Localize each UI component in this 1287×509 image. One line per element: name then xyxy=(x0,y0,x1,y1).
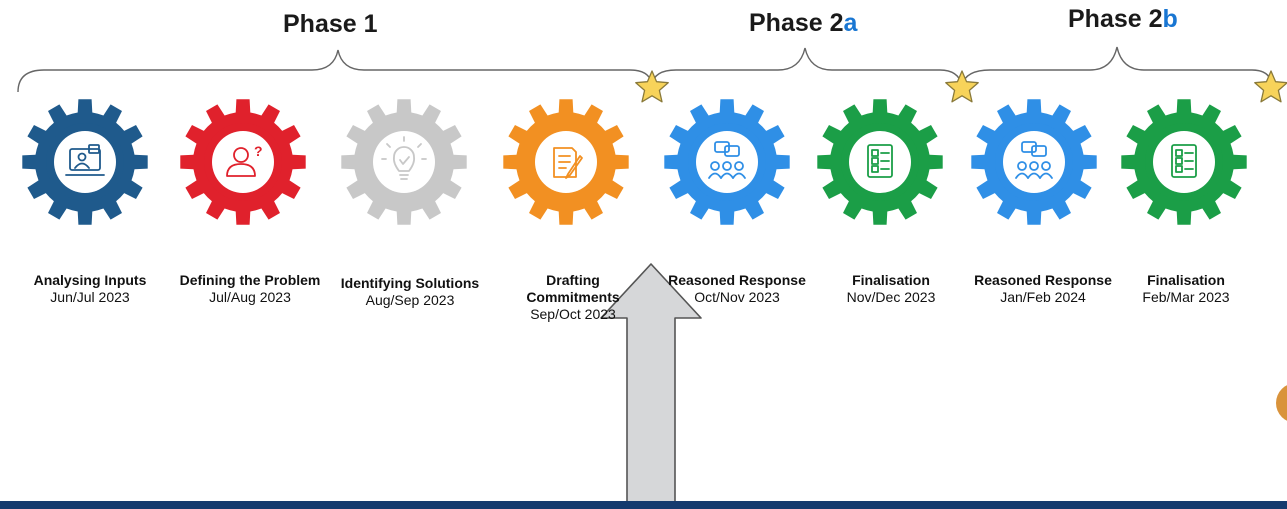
milestone-star-icon xyxy=(635,70,669,103)
step-title: Finalisation xyxy=(1147,272,1225,288)
step-date: Feb/Mar 2023 xyxy=(1142,289,1230,305)
phase-2b-brace xyxy=(961,46,1273,86)
phase-2b-suffix: b xyxy=(1162,5,1178,33)
step-title: Drafting Commitments xyxy=(526,272,620,305)
computer-user-icon xyxy=(65,144,105,176)
step-4-label: Drafting Commitments Sep/Oct 2023 xyxy=(503,272,643,323)
step-date: Jul/Aug 2023 xyxy=(209,289,291,305)
phase-1-heading: Phase 1 xyxy=(283,10,378,39)
step-8-label: Finalisation Feb/Mar 2023 xyxy=(1121,272,1251,306)
phase-2a-brace xyxy=(651,47,963,86)
phase-1-brace xyxy=(17,49,653,93)
gear-icon xyxy=(817,99,943,225)
checklist-icon xyxy=(867,144,893,178)
person-question-icon: ? xyxy=(226,143,263,177)
step-2-label: Defining the Problem Jul/Aug 2023 xyxy=(175,272,325,306)
group-chat-icon xyxy=(1015,141,1053,179)
phase-1-label: Phase 1 xyxy=(283,10,378,38)
step-date: Aug/Sep 2023 xyxy=(365,292,455,308)
footer-bar xyxy=(0,501,1287,509)
phase-2b-label: Phase 2 xyxy=(1068,5,1163,33)
milestone-star-icon xyxy=(1254,70,1287,103)
step-7-label: Reasoned Response Jan/Feb 2024 xyxy=(968,272,1118,306)
step-date: Sep/Oct 2023 xyxy=(530,306,616,322)
phase-2a-suffix: a xyxy=(843,9,858,37)
step-title: Finalisation xyxy=(852,272,930,288)
gear-icon xyxy=(1121,99,1247,225)
step-title: Reasoned Response xyxy=(974,272,1112,288)
phase-2b-heading: Phase 2b xyxy=(1068,5,1178,34)
svg-text:?: ? xyxy=(254,143,263,159)
edge-circle-badge xyxy=(1276,383,1287,423)
checklist-icon xyxy=(1171,144,1197,178)
step-3-label: Identifying Solutions Aug/Sep 2023 xyxy=(335,275,485,309)
step-5-label: Reasoned Response Oct/Nov 2023 xyxy=(662,272,812,306)
milestone-star-icon xyxy=(945,70,979,103)
step-6-label: Finalisation Nov/Dec 2023 xyxy=(816,272,966,306)
gear-icon xyxy=(22,99,148,225)
step-title: Analysing Inputs xyxy=(33,272,147,288)
step-date: Oct/Nov 2023 xyxy=(694,289,780,305)
step-1-label: Analysing Inputs Jun/Jul 2023 xyxy=(15,272,165,306)
up-arrow-icon xyxy=(600,263,702,509)
phase-2a-label: Phase 2 xyxy=(749,9,844,37)
step-title: Reasoned Response xyxy=(668,272,806,288)
step-title: Defining the Problem xyxy=(179,272,321,288)
step-date: Jun/Jul 2023 xyxy=(50,289,130,305)
group-chat-icon xyxy=(708,141,746,179)
document-pen-icon xyxy=(553,147,583,179)
phase-2a-heading: Phase 2a xyxy=(749,9,857,38)
step-date: Nov/Dec 2023 xyxy=(846,289,936,305)
step-title: Identifying Solutions xyxy=(340,275,480,291)
lightbulb-icon xyxy=(381,136,427,180)
step-date: Jan/Feb 2024 xyxy=(1000,289,1086,305)
